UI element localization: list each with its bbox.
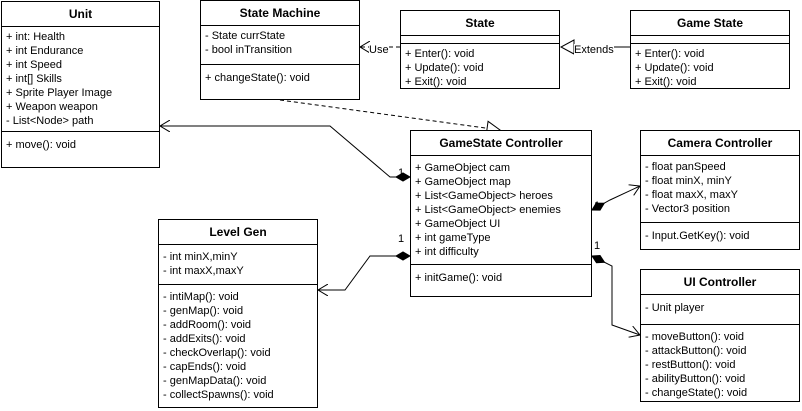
class-camera-controller-title: Camera Controller xyxy=(641,131,799,156)
method: + initGame(): void xyxy=(415,272,503,284)
class-state-machine-attributes: - State currState - bool inTransition xyxy=(201,26,359,65)
class-state-machine-title: State Machine xyxy=(201,1,359,26)
class-level-gen-methods: - intiMap(): void - genMap(): void - add… xyxy=(159,285,317,405)
method: - attackButton(): void xyxy=(645,345,747,357)
class-ui-controller-attributes: - Unit player xyxy=(641,295,799,325)
class-gamestate-controller-methods: + initGame(): void xyxy=(411,265,591,288)
attribute: - bool inTransition xyxy=(205,44,293,56)
class-gamestate-controller: GameState Controller + GameObject cam + … xyxy=(410,130,592,297)
class-state-attributes xyxy=(401,36,559,44)
class-game-state: Game State + Enter(): void + Update(): v… xyxy=(630,10,790,89)
method: + changeState(): void xyxy=(205,72,310,84)
aggregation-unit-line xyxy=(160,126,410,177)
class-level-gen: Level Gen - int minX,minY - int maxX,max… xyxy=(158,219,318,408)
method: - capEnds(): void xyxy=(163,361,247,373)
use-label: Use xyxy=(369,44,389,56)
attribute: + Weapon weapon xyxy=(6,101,98,113)
class-game-state-methods: + Enter(): void + Update(): void + Exit(… xyxy=(631,44,789,92)
multiplicity-unit: 1 xyxy=(398,167,405,179)
class-state-machine: State Machine - State currState - bool i… xyxy=(200,0,360,100)
attribute: + int Speed xyxy=(6,59,62,71)
realization-line xyxy=(279,99,502,136)
method: - checkOverlap(): void xyxy=(163,347,271,359)
method: - collectSpawns(): void xyxy=(163,389,274,401)
method: - genMap(): void xyxy=(163,305,244,317)
method: - abilityButton(): void xyxy=(645,373,746,385)
class-unit-title: Unit xyxy=(2,2,159,27)
attribute: + int: Health xyxy=(6,31,66,43)
class-state-title: State xyxy=(401,11,559,36)
attribute: - Vector3 position xyxy=(645,203,730,215)
method: - genMapData(): void xyxy=(163,375,267,387)
class-camera-controller-methods: - Input.GetKey(): void xyxy=(641,223,799,246)
class-game-state-attributes xyxy=(631,36,789,44)
method: + Update(): void xyxy=(635,62,714,74)
method: - restButton(): void xyxy=(645,359,736,371)
attribute: - List<Node> path xyxy=(6,115,94,127)
attribute: - float maxX, maxY xyxy=(645,189,738,201)
aggregation-camera-line xyxy=(592,186,640,210)
multiplicity-camera: 1 xyxy=(594,200,601,212)
multiplicity-levelgen: 1 xyxy=(398,233,405,245)
class-state: State + Enter(): void + Update(): void +… xyxy=(400,10,560,89)
multiplicity-ui: 1 xyxy=(594,240,601,252)
class-camera-controller: Camera Controller - float panSpeed - flo… xyxy=(640,130,800,250)
method: - addRoom(): void xyxy=(163,319,252,331)
attribute: - int minX,minY xyxy=(163,251,238,263)
class-state-machine-methods: + changeState(): void xyxy=(201,65,359,88)
class-gamestate-controller-title: GameState Controller xyxy=(411,131,591,156)
attribute: + GameObject cam xyxy=(415,162,511,174)
class-unit: Unit + int: Health + int Endurance + int… xyxy=(1,1,160,168)
class-game-state-title: Game State xyxy=(631,11,789,36)
method: - changeState(): void xyxy=(645,387,748,399)
class-ui-controller: UI Controller - Unit player - moveButton… xyxy=(640,269,800,402)
method: - Input.GetKey(): void xyxy=(645,230,750,242)
attribute: + GameObject UI xyxy=(415,218,501,230)
attribute: + Sprite Player Image xyxy=(6,87,113,99)
class-level-gen-title: Level Gen xyxy=(159,220,317,245)
method: + Enter(): void xyxy=(635,48,705,60)
attribute: + int[] Skills xyxy=(6,73,62,85)
attribute: - int maxX,maxY xyxy=(163,265,244,277)
aggregation-levelgen-line xyxy=(318,256,410,290)
method: + Exit(): void xyxy=(405,76,467,88)
attribute: + List<GameObject> heroes xyxy=(415,190,553,202)
attribute: + int Endurance xyxy=(6,45,84,57)
attribute: - float minX, minY xyxy=(645,175,732,187)
class-ui-controller-title: UI Controller xyxy=(641,270,799,295)
class-unit-attributes: + int: Health + int Endurance + int Spee… xyxy=(2,27,159,132)
attribute: + int difficulty xyxy=(415,246,479,258)
extends-label: Extends xyxy=(574,44,614,56)
class-gamestate-controller-attributes: + GameObject cam + GameObject map + List… xyxy=(411,156,591,265)
class-ui-controller-methods: - moveButton(): void - attackButton(): v… xyxy=(641,325,799,403)
method: + Update(): void xyxy=(405,62,484,74)
attribute: - State currState xyxy=(205,30,286,42)
aggregation-ui-line xyxy=(592,256,640,335)
class-camera-controller-attributes: - float panSpeed - float minX, minY - fl… xyxy=(641,156,799,223)
method: + Enter(): void xyxy=(405,48,475,60)
attribute: - float panSpeed xyxy=(645,161,726,173)
attribute: + GameObject map xyxy=(415,176,511,188)
class-state-methods: + Enter(): void + Update(): void + Exit(… xyxy=(401,44,559,92)
attribute: + List<GameObject> enemies xyxy=(415,204,561,216)
method: - intiMap(): void xyxy=(163,291,239,303)
method: - moveButton(): void xyxy=(645,331,745,343)
method: + move(): void xyxy=(6,139,76,151)
class-level-gen-attributes: - int minX,minY - int maxX,maxY xyxy=(159,245,317,285)
attribute: + int gameType xyxy=(415,232,491,244)
method: + Exit(): void xyxy=(635,76,697,88)
method: - addExits(): void xyxy=(163,333,246,345)
attribute: - Unit player xyxy=(645,302,705,314)
class-unit-methods: + move(): void xyxy=(2,132,159,155)
